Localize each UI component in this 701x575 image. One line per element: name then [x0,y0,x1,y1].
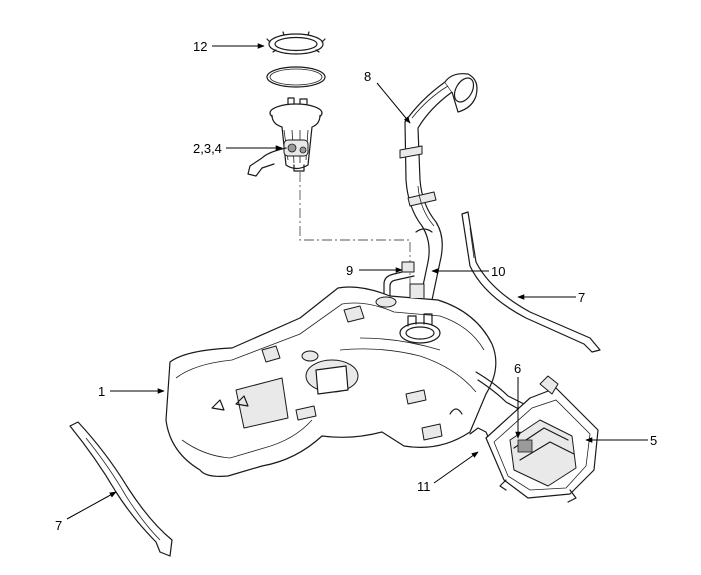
callout-11: 11 [417,479,431,494]
tank-strap-right [461,211,601,353]
callout-2-3-4: 2,3,4 [193,141,222,156]
callout-10: 10 [491,264,505,279]
pump-centerline [299,172,411,316]
lock-ring [266,31,326,55]
filler-neck [399,73,478,301]
callout-8: 8 [364,69,371,84]
callout-1: 1 [98,384,105,399]
tank-strap-left [69,421,173,557]
leader-lines [66,43,648,520]
vent-hose [383,261,415,301]
callout-9: 9 [346,263,353,278]
fuel-pump-module [247,97,323,177]
callout-12: 12 [193,39,207,54]
fuel-tank [165,283,497,477]
callout-5: 5 [650,433,657,448]
callout-7-left: 7 [55,518,62,533]
gasket-ring [266,66,326,88]
callout-6: 6 [514,361,521,376]
callout-7-right: 7 [578,290,585,305]
canister-assembly [485,375,599,503]
